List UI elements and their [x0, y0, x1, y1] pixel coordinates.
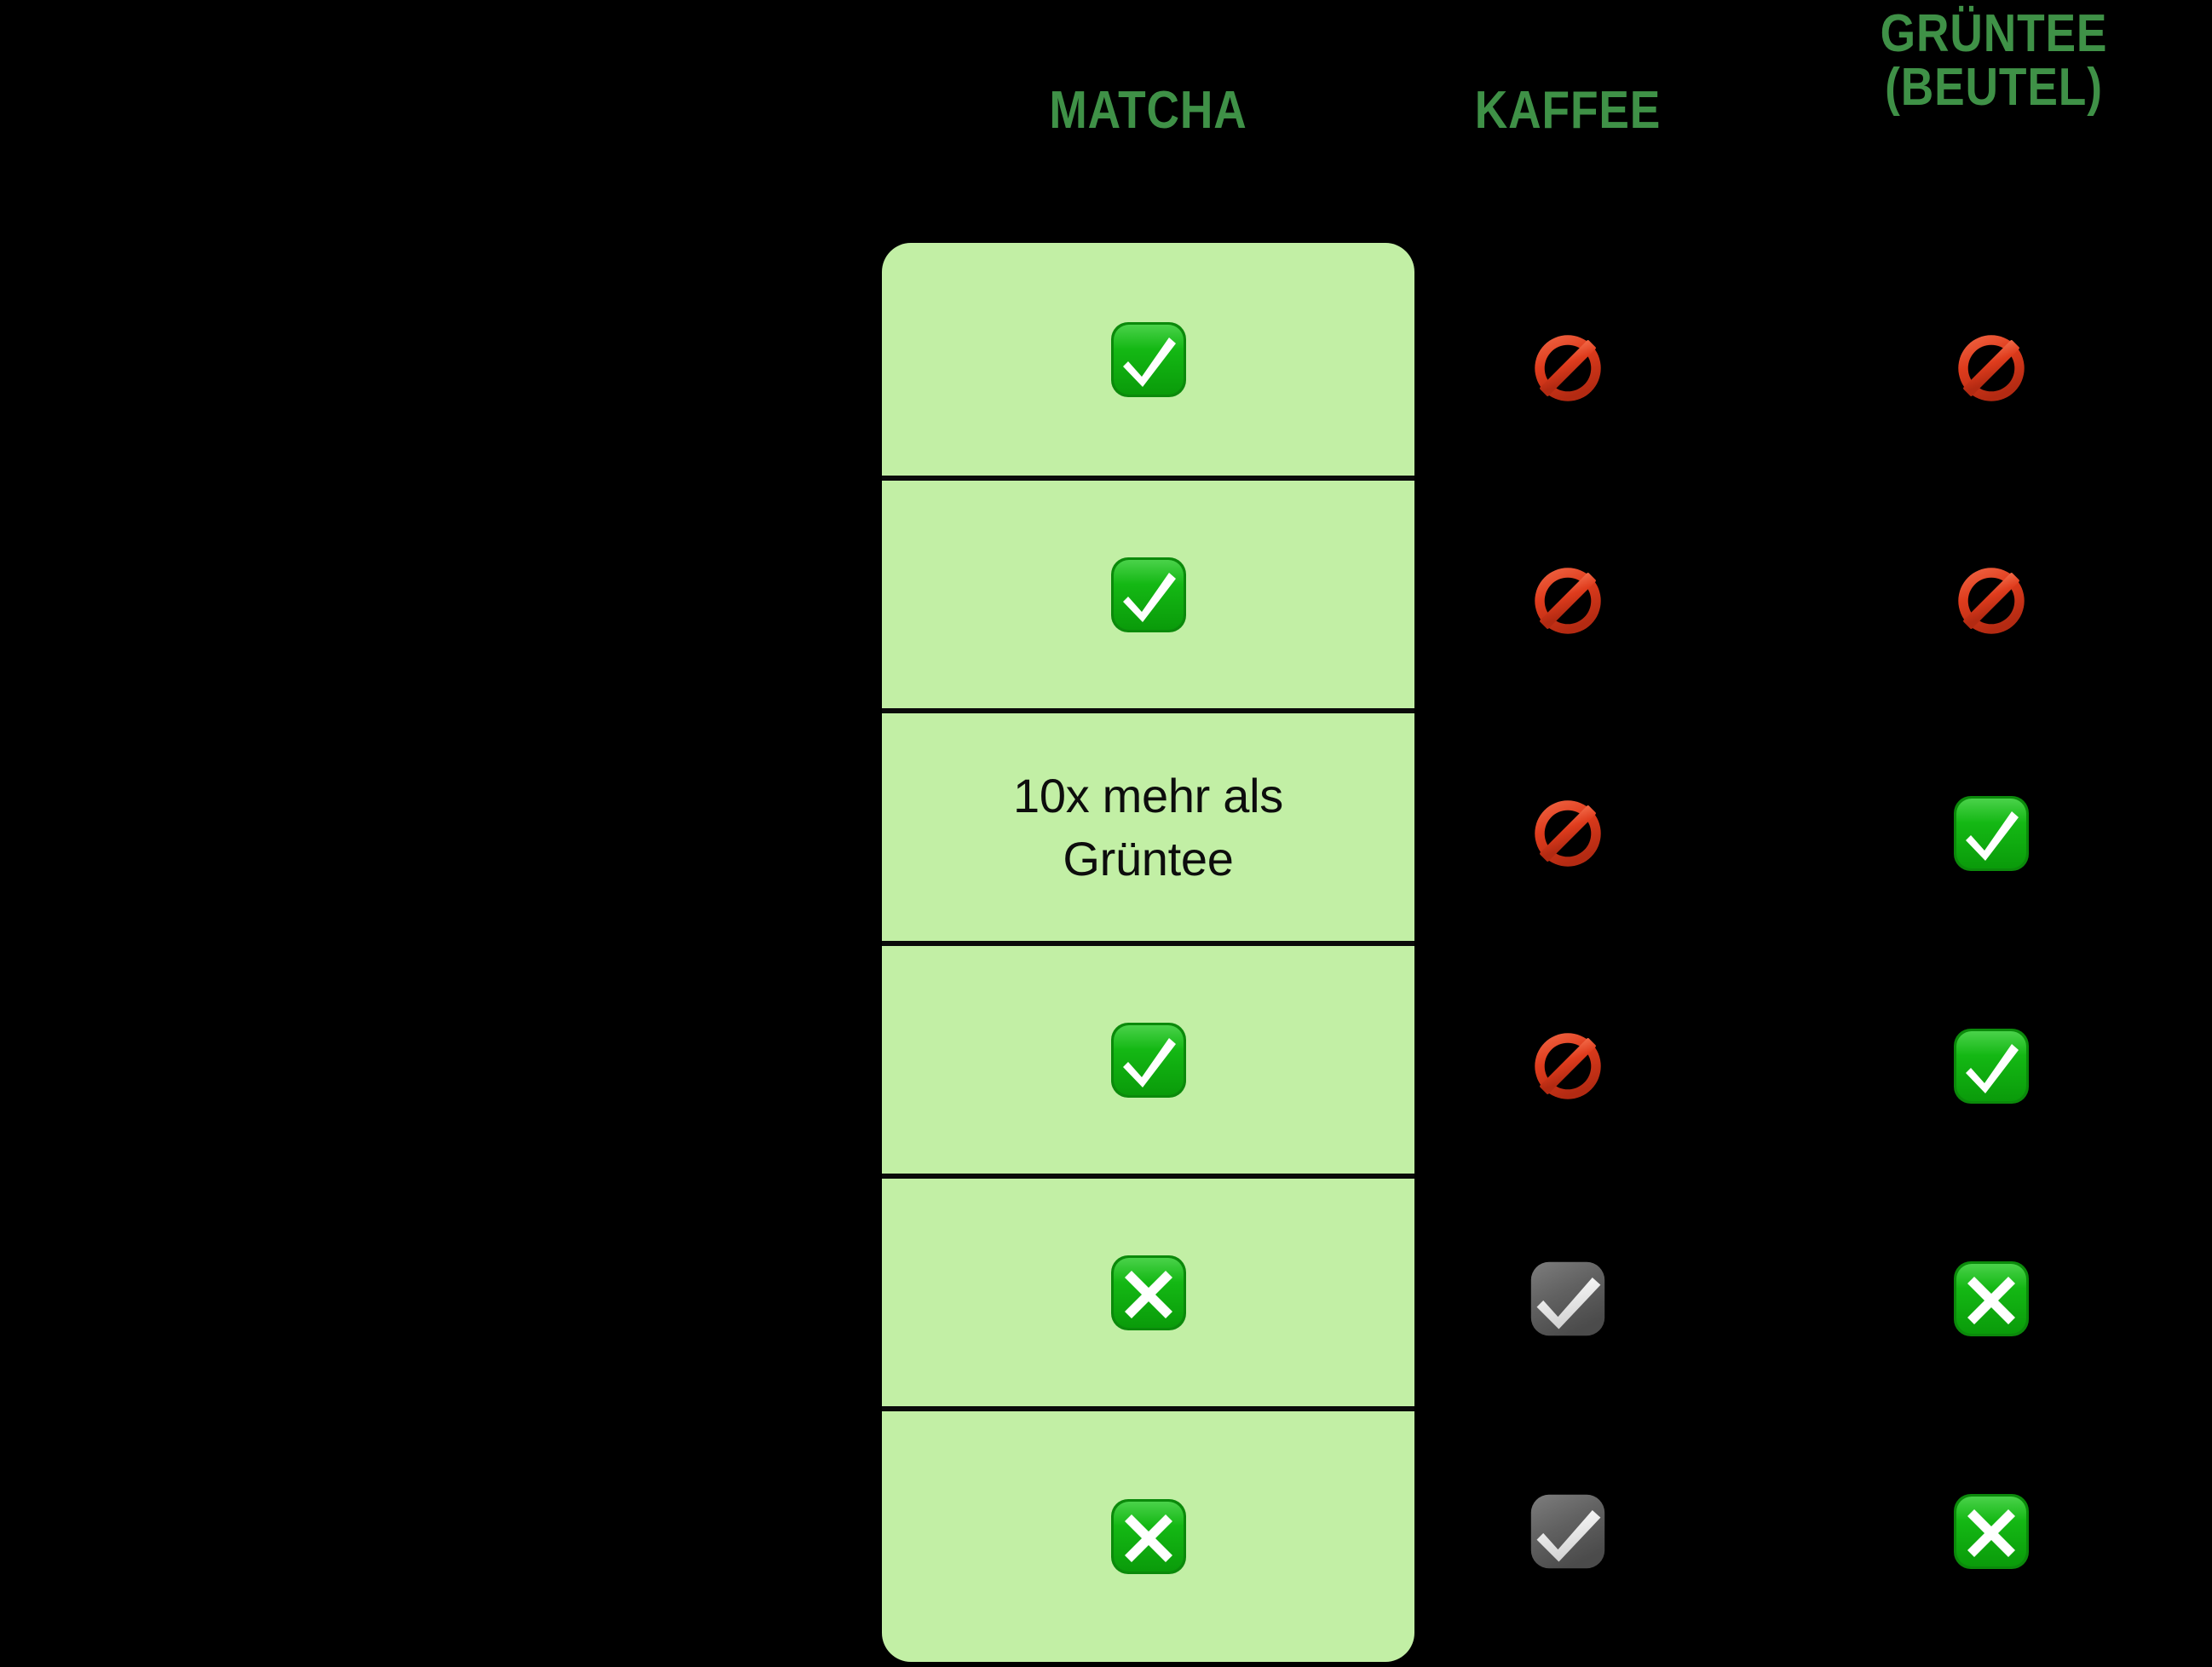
card-row-2: [882, 476, 1414, 708]
check-mark-button-icon: [1106, 1018, 1191, 1103]
cross-mark-button-icon: [1949, 1489, 2034, 1574]
cell-kaffee-row6: [1495, 1489, 1640, 1574]
cell-kaffee-row4: [1495, 1024, 1640, 1109]
card-row-5: [882, 1174, 1414, 1406]
prohibited-icon: [1530, 331, 1605, 406]
column-header-kaffee: KAFFEE: [1474, 81, 1662, 140]
card-row-1: [882, 243, 1414, 476]
column-header-gruntee-line1: GRÜNTEE: [1880, 4, 2108, 63]
column-header-gruntee: GRÜNTEE (BEUTEL): [1833, 4, 2155, 118]
check-mark-button-icon: [1949, 791, 2034, 876]
check-mark-button-icon: [1106, 552, 1191, 637]
prohibited-icon: [1530, 1029, 1605, 1104]
cell-gruntee-row5: [1919, 1256, 2064, 1341]
prohibited-icon: [1954, 331, 2029, 406]
cell-gruntee-row3: [1919, 791, 2064, 876]
card-row-3-text-line2: Grüntee: [1063, 831, 1234, 885]
check-mark-button-icon: [1106, 317, 1191, 402]
cell-gruntee-row6: [1919, 1489, 2064, 1574]
column-header-matcha: MATCHA: [1049, 81, 1247, 140]
cross-mark-button-icon: [1949, 1256, 2034, 1341]
cross-mark-button-icon: [1106, 1250, 1191, 1335]
cross-mark-button-icon: [1106, 1494, 1191, 1579]
cell-gruntee-row4: [1919, 1024, 2064, 1109]
prohibited-icon: [1954, 563, 2029, 638]
column-header-gruntee-line2: (BEUTEL): [1885, 58, 2103, 118]
cell-gruntee-row1: [1919, 326, 2064, 411]
matcha-highlight-card: 10x mehr als Grüntee: [882, 243, 1414, 1662]
ballot-box-with-check-icon: [1527, 1258, 1609, 1340]
card-row-3-text: 10x mehr als Grüntee: [993, 764, 1304, 891]
column-headers: MATCHA KAFFEE GRÜNTEE (BEUTEL): [0, 0, 2212, 243]
cell-gruntee-row2: [1919, 558, 2064, 643]
check-mark-button-icon: [1949, 1024, 2034, 1109]
card-row-4: [882, 941, 1414, 1174]
card-row-3-text-line1: 10x mehr als: [1013, 768, 1283, 822]
card-row-3: 10x mehr als Grüntee: [882, 708, 1414, 941]
prohibited-icon: [1530, 796, 1605, 871]
cell-kaffee-row1: [1495, 326, 1640, 411]
prohibited-icon: [1530, 563, 1605, 638]
cell-kaffee-row5: [1495, 1256, 1640, 1341]
cell-kaffee-row3: [1495, 791, 1640, 876]
ballot-box-with-check-icon: [1527, 1491, 1609, 1572]
cell-kaffee-row2: [1495, 558, 1640, 643]
card-row-6: [882, 1406, 1414, 1662]
comparison-grid: [0, 243, 2212, 1667]
